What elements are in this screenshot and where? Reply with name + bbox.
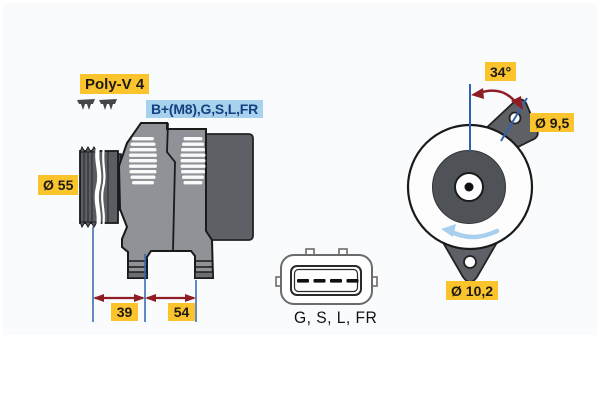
terminal-label: B+(M8),G,S,L,FR xyxy=(146,100,264,118)
pulley-diameter-label: Ø 55 xyxy=(38,175,79,195)
dimension-arrows xyxy=(93,294,196,302)
pulley-grooves xyxy=(83,152,109,222)
rotation-arrow-icon xyxy=(441,224,500,240)
bottom-mounting-hole xyxy=(463,255,477,269)
pulley-break-line xyxy=(94,145,102,229)
top-hole-diameter-label: Ø 9,5 xyxy=(530,113,575,132)
alternator-rear-view xyxy=(406,84,539,283)
bottom-hole-diameter-label: Ø 10,2 xyxy=(446,281,499,300)
connector-pins xyxy=(297,279,359,283)
alternator-side-view xyxy=(77,99,254,322)
cooling-fins-rear xyxy=(180,137,206,185)
dimension-54-label: 54 xyxy=(168,303,195,321)
pulley xyxy=(79,145,119,229)
cooling-fins-front xyxy=(129,137,157,185)
belt-profile-icon xyxy=(77,99,117,110)
rear-housing-block xyxy=(203,133,254,241)
pulley-break-line-2 xyxy=(101,146,106,228)
connector-pins-label: G, S, L, FR xyxy=(294,308,378,327)
connector-view xyxy=(275,248,378,305)
angle-reference-lines xyxy=(469,84,528,151)
dimension-39-label: 39 xyxy=(111,303,138,321)
alternator-body xyxy=(117,122,215,279)
shaft-center-dot xyxy=(464,182,474,192)
mount-angle-label: 34° xyxy=(485,62,517,81)
belt-type-label: Poly-V 4 xyxy=(80,74,150,94)
extension-lines xyxy=(92,227,197,322)
body-contour-line xyxy=(166,122,176,252)
connector-socket-outer xyxy=(290,265,362,296)
mounting-feet xyxy=(127,260,214,279)
angle-arc-arrow xyxy=(471,88,523,110)
